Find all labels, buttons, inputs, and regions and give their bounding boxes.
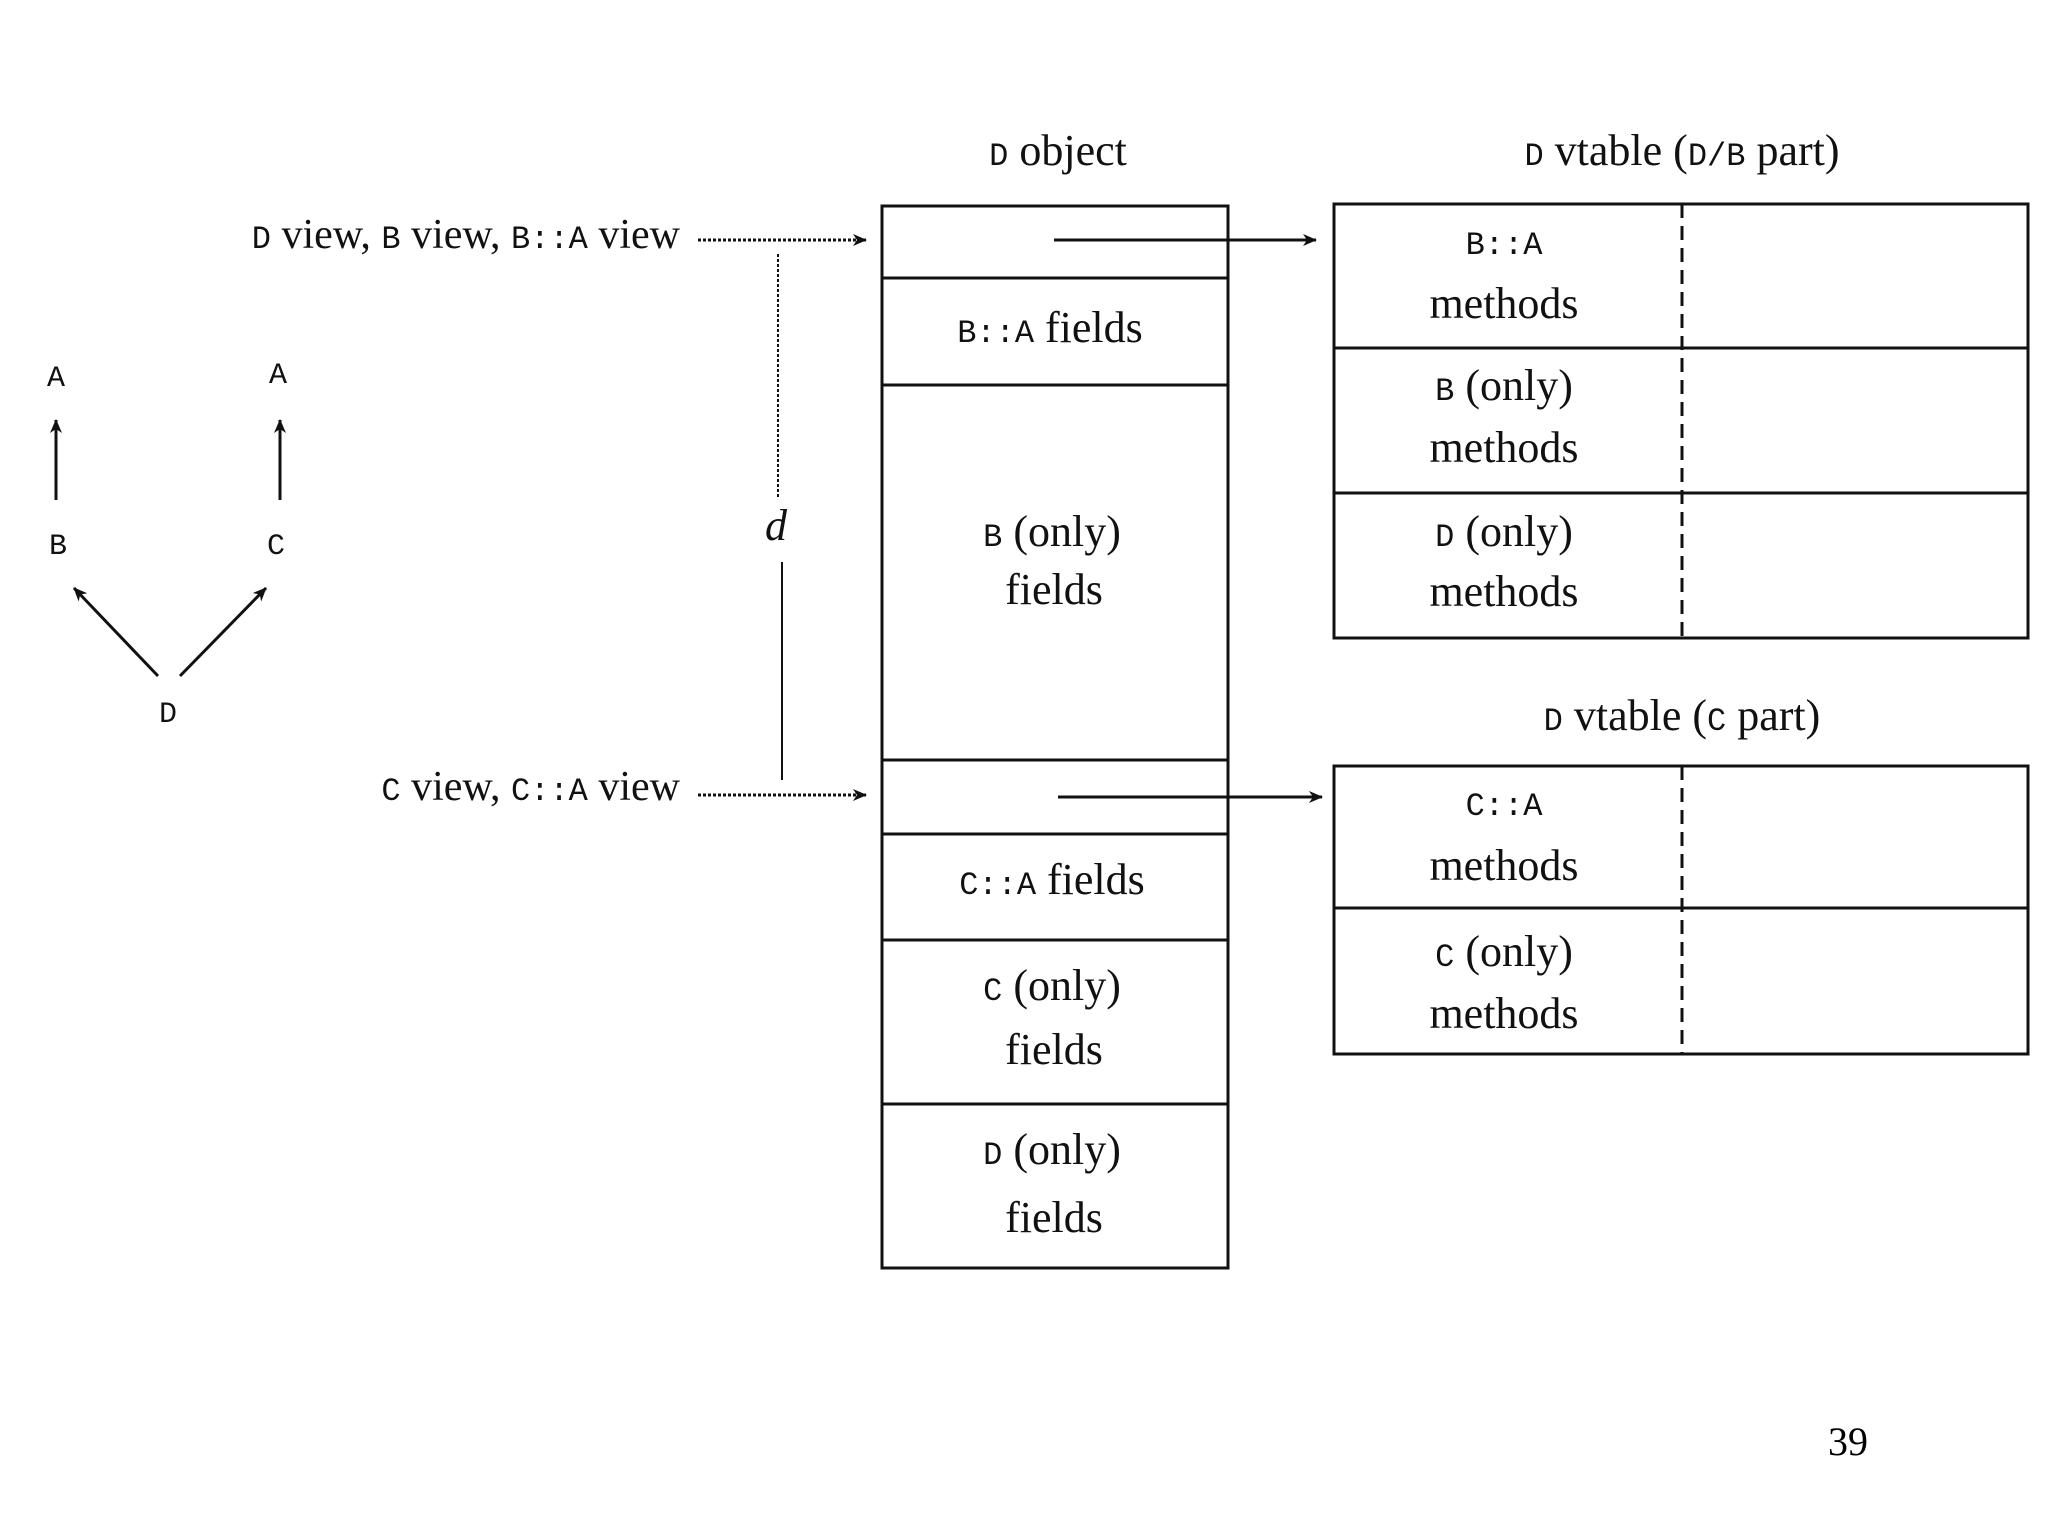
cell-d-only-fields: D (only) [983,1125,1121,1174]
cell-b-only-fields-line2: fields [1005,565,1103,614]
vtable-c-row-c-only-line2: methods [1429,989,1578,1038]
vtable-c-part: D vtable (C part) C::A methods C (only) … [1332,691,2030,1056]
hierarchy-node-d: D [159,698,177,732]
d-object-layout: D object B::A fields B (only) fields C::… [880,126,1323,1270]
cell-c-only-fields: C (only) [983,961,1121,1010]
vtable-db-title: D vtable (D/B part) [1524,126,1839,175]
cell-ba-fields: B::A fields [957,303,1143,352]
cell-ca-fields: C::A fields [959,855,1145,904]
vtable-db-row-b-only-line2: methods [1429,423,1578,472]
edge-d-to-c [178,586,268,678]
cell-d-only-fields-line2: fields [1005,1193,1103,1242]
vtable-c-title: D vtable (C part) [1544,691,1821,740]
edge-d-to-b [72,586,160,678]
hierarchy-node-a-left: A [47,362,65,396]
hierarchy-node-c: C [267,530,285,564]
hierarchy-node-a-right: A [269,359,287,393]
hierarchy-node-b: B [49,530,67,564]
vtable-db-part: D vtable (D/B part) B::A methods B (only… [1332,126,2030,640]
vtable-c-row-ca: C::A [1466,788,1544,825]
d-object-title: D object [989,126,1127,175]
top-view-label: D view, B view, B::A view [252,212,681,258]
object-box [880,204,1230,1270]
vtable-c-row-c-only: C (only) [1435,927,1573,976]
vtable-db-row-d-only: D (only) [1435,507,1573,556]
view-pointers: D view, B view, B::A view C view, C::A v… [252,212,867,810]
offset-label: d [765,501,788,550]
vtable-db-row-b-only: B (only) [1435,361,1573,410]
vtable-c-row-ca-line2: methods [1429,841,1578,890]
cell-c-only-fields-line2: fields [1005,1025,1103,1074]
cell-b-only-fields: B (only) [983,507,1121,556]
bottom-view-label: C view, C::A view [381,764,680,810]
vtable-db-row-ba: B::A [1466,227,1544,264]
vtable-db-row-ba-line2: methods [1429,279,1578,328]
class-hierarchy: A A B C D [47,359,287,732]
page-number: 39 [1828,1419,1868,1464]
vtable-db-row-d-only-line2: methods [1429,567,1578,616]
